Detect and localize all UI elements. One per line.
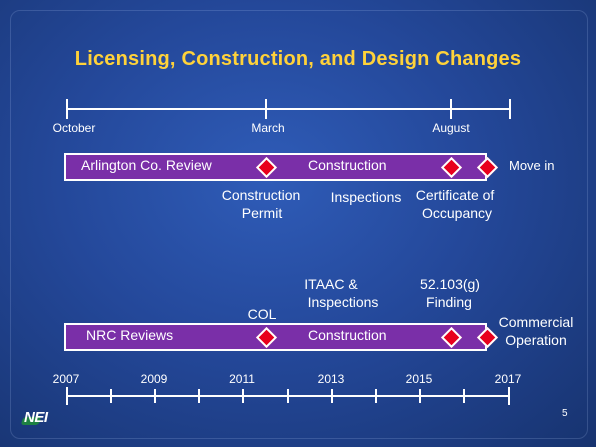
construction-permit-label-line2: Permit [241,205,283,221]
certificate-label-line2: Occupancy [421,205,493,221]
top-axis-tick-august [450,99,452,119]
year-label-2007: 2007 [52,372,80,386]
top-axis-line [66,108,510,110]
slide-title: Licensing, Construction, and Design Chan… [74,48,522,70]
year-axis-tick-2014 [375,389,377,403]
year-axis-tick-2007 [66,387,68,405]
month-label-august: August [432,121,470,135]
bar-label-construction-top: Construction [308,157,387,173]
year-axis-tick-2012 [287,389,289,403]
year-label-2009: 2009 [140,372,168,386]
month-label-march: March [251,121,285,135]
finding-label-line2: Finding [426,294,472,310]
year-axis-tick-2010 [198,389,200,403]
year-label-2017: 2017 [494,372,522,386]
itaac-label-line2: Inspections [307,294,379,310]
slide-frame [10,10,588,439]
year-axis-tick-2013 [331,389,333,403]
top-schedule-bar [64,153,487,181]
year-axis-tick-2017 [508,387,510,405]
year-axis-tick-2015 [419,389,421,403]
itaac-label-line1: ITAAC & [304,276,358,292]
commercial-operation-label-line2: Operation [505,332,567,348]
bar-label-nrc-reviews: NRC Reviews [86,327,174,343]
year-axis-tick-2016 [463,389,465,403]
month-label-october: October [52,121,96,135]
year-axis-tick-2011 [242,389,244,403]
year-label-2013: 2013 [317,372,345,386]
finding-label-line1: 52.103(g) [420,276,480,292]
nei-logo: NEI [24,409,48,426]
top-axis-tick-march [265,99,267,119]
inspections-label: Inspections [330,189,402,205]
bar-label-arlington-review: Arlington Co. Review [81,157,212,173]
commercial-operation-label-line1: Commercial [498,314,574,330]
year-axis-tick-2009 [154,389,156,403]
year-label-2011: 2011 [229,372,255,386]
col-label: COL [247,306,277,322]
bottom-schedule-bar [64,323,487,351]
move-in-label: Move in [509,158,555,173]
top-axis-tick-end [509,99,511,119]
certificate-label-line1: Certificate of [415,187,495,203]
year-label-2015: 2015 [405,372,433,386]
page-number: 5 [562,408,568,419]
top-axis-tick-start [66,99,68,119]
bar-label-construction-bottom: Construction [308,327,387,343]
year-axis-tick-2008 [110,389,112,403]
construction-permit-label-line1: Construction [221,187,301,203]
